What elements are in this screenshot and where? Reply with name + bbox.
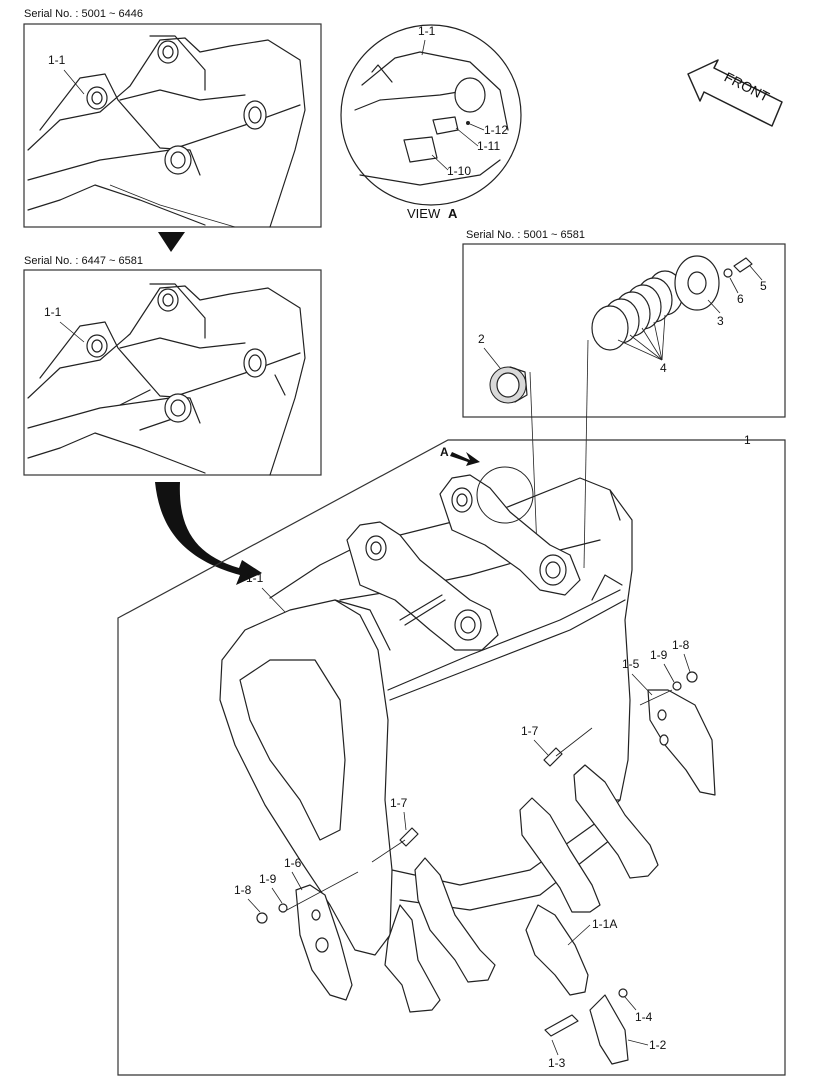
callout-1-1A: 1-1A (592, 917, 617, 931)
view-a-arrow-icon (450, 452, 480, 466)
fasteners (256, 671, 698, 924)
callout-1-7-upper: 1-7 (521, 724, 539, 738)
front-arrow-icon (687, 59, 783, 127)
down-arrow-icon (158, 232, 185, 252)
view-letter: A (448, 206, 458, 221)
callout-1-9-left: 1-9 (259, 872, 277, 886)
inset-top-left: Serial No. : 5001 ~ 6446 1-1 (23, 8, 322, 228)
view-label: VIEW (407, 206, 441, 221)
view-arrow-letter: A (440, 445, 449, 459)
inset-right-box: Serial No. : 5001 ~ 6581 2 4 3 6 (462, 229, 786, 418)
callout-3: 3 (717, 314, 724, 328)
side-cutters (295, 689, 716, 1001)
callout-1-4: 1-4 (635, 1010, 653, 1024)
callout-5: 5 (760, 279, 767, 293)
serial-label-mid-left: Serial No. : 6447 ~ 6581 (24, 255, 143, 267)
teeth-group (384, 764, 659, 1065)
callout-1-9-right: 1-9 (650, 648, 668, 662)
curved-arrow-icon (155, 482, 262, 585)
callout-1-1-main: 1-1 (246, 571, 264, 585)
callout-1-6: 1-6 (284, 856, 302, 870)
serial-label-right: Serial No. : 5001 ~ 6581 (466, 229, 585, 241)
callout-1-12: 1-12 (484, 123, 508, 137)
callout-1-7-lower: 1-7 (390, 796, 408, 810)
callout-1-11: 1-11 (477, 139, 500, 153)
callout-1-2: 1-2 (649, 1038, 667, 1052)
serial-label-top-left: Serial No. : 5001 ~ 6446 (24, 8, 143, 20)
callout-6: 6 (737, 292, 744, 306)
callout-1-8-right: 1-8 (672, 638, 690, 652)
callout-1: 1 (744, 433, 751, 447)
callout-1-1-view: 1-1 (418, 24, 436, 38)
inset-mid-left: Serial No. : 6447 ~ 6581 1-1 (23, 255, 322, 476)
callout-4: 4 (660, 361, 667, 375)
main-frame (117, 439, 786, 1076)
callout-2: 2 (478, 332, 485, 346)
callout-1-10: 1-10 (447, 164, 471, 178)
callout-1-1-mid: 1-1 (44, 305, 62, 319)
view-a-circle (340, 24, 522, 206)
callout-1-8-left: 1-8 (234, 883, 252, 897)
callout-1-5: 1-5 (622, 657, 640, 671)
shim-stack (591, 270, 684, 351)
callout-1-3: 1-3 (548, 1056, 566, 1070)
view-a-detail: 1-1 1-12 1-11 1-10 VIEW A (340, 24, 522, 221)
callout-1-1-top: 1-1 (48, 53, 66, 67)
front-arrow: FRONT (687, 59, 783, 127)
